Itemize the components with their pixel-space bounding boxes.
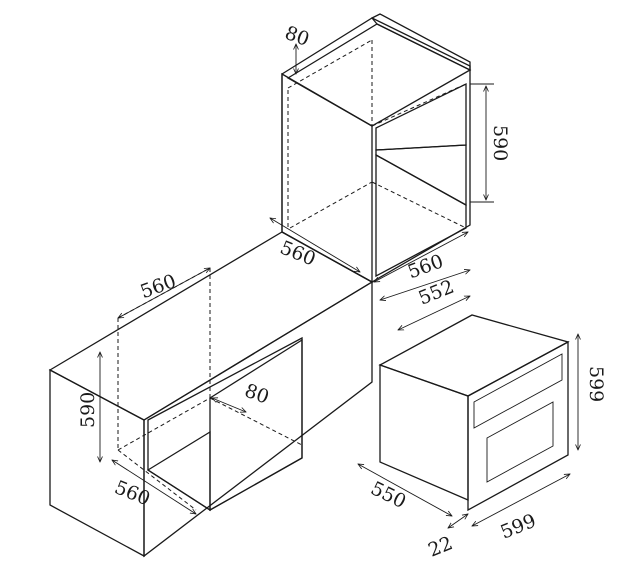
dim-line-base-width <box>118 268 210 318</box>
dim-label-tall-depth: 560 <box>277 237 319 271</box>
oven-front-panel <box>467 340 569 512</box>
dim-label-oven-height: 599 <box>585 366 607 402</box>
base-cabinet-side <box>49 368 145 558</box>
dim-line-oven-offset <box>448 514 468 528</box>
dim-label-base-height: 590 <box>77 392 99 428</box>
dim-line-opening-width <box>380 270 470 300</box>
base-cabinet-opening-floor <box>146 430 211 512</box>
dim-line-base-depth <box>112 460 196 514</box>
dim-label-base-vent: 80 <box>242 380 272 409</box>
dim-label-base-depth: 560 <box>111 476 153 510</box>
tall-cabinet-hidden-edges <box>287 39 467 229</box>
oven-side <box>379 364 469 501</box>
oven-control-strip <box>473 353 563 429</box>
dim-line-tall-depth <box>270 218 360 272</box>
tall-cabinet-vent-lip <box>370 13 471 72</box>
dim-label-oven-depth: 550 <box>367 477 409 513</box>
tall-cabinet-cavity-shelf <box>375 144 467 207</box>
dim-label-oven-offset: 22 <box>425 532 456 561</box>
oven-door-window <box>486 401 554 483</box>
tall-cabinet-top-panel <box>286 23 472 127</box>
tall-cabinet-cavity-upper <box>375 82 467 151</box>
dim-label-oven-width: 599 <box>497 510 539 544</box>
dim-label-tall-height: 590 <box>489 125 511 161</box>
dim-line-oven-width <box>472 474 570 526</box>
base-cabinet-opening-back <box>209 338 303 512</box>
dim-label-tall-vent: 80 <box>282 22 312 51</box>
oven-top <box>378 314 570 397</box>
dimension-lines: 80 590 560 560 552 560 590 560 80 599 <box>77 22 607 562</box>
dim-line-base-vent <box>212 398 246 412</box>
dim-line-oven-top-width <box>398 296 470 330</box>
oven <box>378 314 570 512</box>
base-cabinet-front <box>143 280 373 558</box>
dim-label-base-width: 560 <box>137 270 179 303</box>
dim-line-oven-depth <box>358 464 452 516</box>
